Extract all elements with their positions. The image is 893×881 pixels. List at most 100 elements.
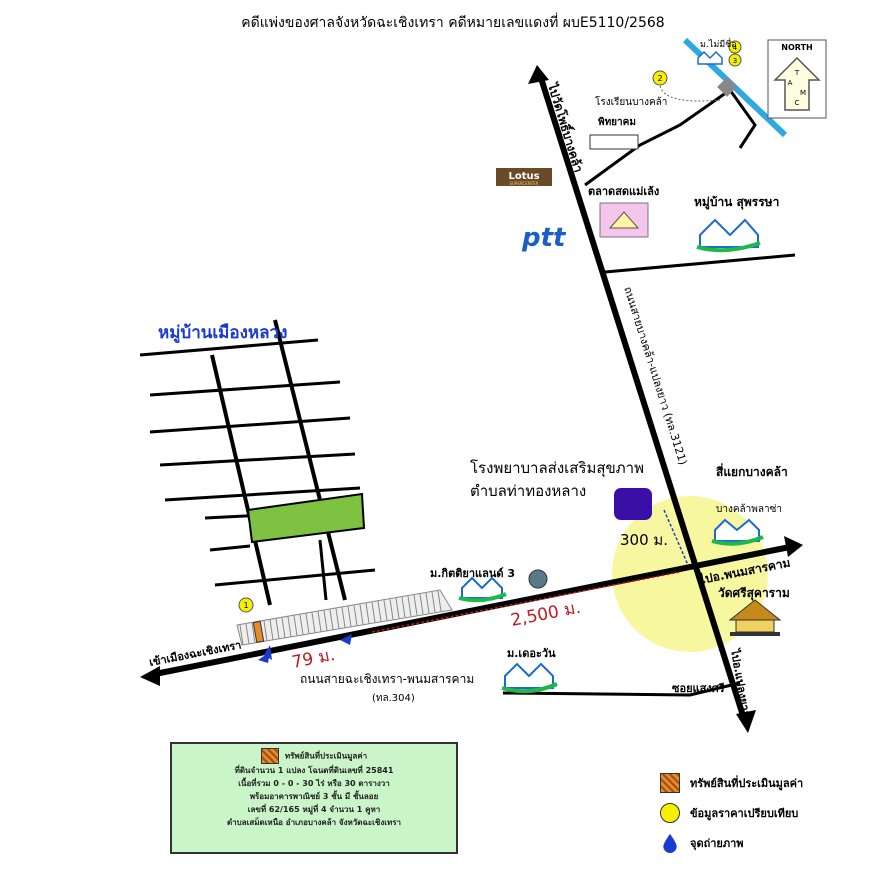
strip-line xyxy=(281,617,286,638)
road-school xyxy=(584,88,731,187)
lotus-logo xyxy=(496,168,552,186)
yellow-circle-icon xyxy=(660,803,680,823)
svg-text:SUPERCENTER: SUPERCENTER xyxy=(509,181,538,186)
strip-line xyxy=(299,614,304,635)
hospital-icon xyxy=(614,488,652,520)
strip-line xyxy=(431,591,436,613)
road-304-code: (ทล.304) xyxy=(372,693,415,704)
house-icon-plaza xyxy=(711,518,764,546)
kitiya-label: ม.กิตติยาแลนด์ 3 xyxy=(430,567,515,580)
school-label: โรงเรียนบางคล้า xyxy=(595,95,667,108)
strip-line xyxy=(389,599,394,620)
ban-muang-luang-label: หมู่บ้านเมืองหลวง xyxy=(158,322,287,344)
strip-line xyxy=(353,605,358,626)
strip-line xyxy=(293,615,298,636)
strip-line xyxy=(245,623,250,645)
wat-label: วัดศรีสุคาราม xyxy=(718,586,790,601)
market-label: ตลาดสดแม่เล้ง xyxy=(588,185,659,198)
svg-text:1: 1 xyxy=(243,601,248,610)
legend-item-comparison: ข้อมูลราคาเปรียบเทียบ xyxy=(660,798,803,828)
strip-line xyxy=(413,595,418,616)
strip-line xyxy=(251,622,256,644)
plaza-label: บางคล้าพลาซ่า xyxy=(716,503,782,515)
marker-3: 3 xyxy=(728,53,742,67)
page-title: คดีแพ่งของศาลจังหวัดฉะเชิงเทรา คดีหมายเล… xyxy=(241,13,664,31)
hospital-label-1: โรงพยาบาลส่งเสริมสุขภาพ xyxy=(470,459,644,478)
property-info-box: ทรัพย์สินที่ประเมินมูลค่า ที่ดินจำนวน 1 … xyxy=(170,742,458,854)
svg-text:Lotus: Lotus xyxy=(508,171,539,182)
hospital-label-2: ตำบลท่าทองหลาง xyxy=(470,482,586,500)
north-label: NORTH xyxy=(781,43,812,52)
strip-line xyxy=(311,612,316,633)
temple-icon xyxy=(728,599,782,636)
svg-text:M: M xyxy=(800,89,806,97)
marker-2: 2 xyxy=(652,70,668,86)
intersection-label: สี่แยกบางคล้า xyxy=(716,463,788,479)
road-saengsri xyxy=(502,681,741,697)
dist-79-label: 79 ม. xyxy=(290,645,337,673)
strip-line xyxy=(407,596,412,617)
market-icon xyxy=(599,202,649,238)
svg-text:2: 2 xyxy=(657,74,662,83)
arrow-to-phanom xyxy=(784,536,803,557)
legend-item-photo: จุดถ่ายภาพ xyxy=(660,828,803,858)
dist-300-label: 300 ม. xyxy=(620,531,668,549)
strip-line xyxy=(371,602,376,623)
house-icon-suphannasa xyxy=(696,218,761,253)
strip-line xyxy=(335,608,340,629)
house-icon-kitiya xyxy=(458,576,507,603)
dist-2500-arrow xyxy=(371,571,681,633)
dist-79-arrows xyxy=(258,634,352,663)
strip-line xyxy=(395,598,400,619)
map-legend: ทรัพย์สินที่ประเมินมูลค่า ข้อมูลราคาเปรี… xyxy=(660,768,803,858)
arrow-to-plaeng-yao xyxy=(736,710,756,733)
strip-line xyxy=(269,619,274,640)
strip-line xyxy=(401,597,406,618)
strip-line xyxy=(341,607,346,628)
house-icon-maichit xyxy=(697,50,723,65)
legend-item-property: ทรัพย์สินที่ประเมินมูลค่า xyxy=(660,768,803,798)
svg-text:C: C xyxy=(795,99,800,107)
school-icon xyxy=(589,134,639,150)
arrow-to-wat-pho xyxy=(528,65,549,84)
strip-line xyxy=(365,603,370,624)
marker-1: 1 xyxy=(238,597,254,613)
green-plot xyxy=(246,492,366,544)
drop-pin-icon xyxy=(663,833,677,853)
strip-line xyxy=(377,601,382,622)
road-304 xyxy=(149,544,791,678)
ptt-logo: ptt xyxy=(521,223,567,253)
kitiya-logo xyxy=(528,569,548,589)
soi-saengsri-label: ซอยแสงศรี xyxy=(672,682,725,695)
marker-4: 4 xyxy=(728,40,742,54)
svg-text:T: T xyxy=(794,69,800,77)
road-3121 xyxy=(537,74,748,723)
svg-text:A: A xyxy=(788,79,793,87)
strip-line xyxy=(359,604,364,625)
house-icon-derwan xyxy=(501,662,558,694)
strip-line xyxy=(425,592,430,614)
road-suphannasa xyxy=(604,253,796,274)
strip-line xyxy=(329,609,334,630)
svg-text:4: 4 xyxy=(733,44,738,52)
mai-chit-label: ม.ไม่มีชื่อ xyxy=(700,37,737,50)
subject-property-marker xyxy=(252,620,265,643)
road-304-label: ถนนสายฉะเชิงเทรา-พนมสารคาม xyxy=(300,672,474,686)
strip-line xyxy=(239,624,244,646)
strip-line xyxy=(287,616,292,637)
school-label-2: พิทยาคม xyxy=(598,116,636,128)
strip-line xyxy=(317,611,322,632)
road-top-right xyxy=(728,89,757,149)
ban-suphannasa-label: หมู่บ้าน สุพรรษา xyxy=(694,195,779,210)
roads xyxy=(139,65,803,733)
shophouse-strip xyxy=(236,589,453,646)
strip-line xyxy=(419,594,424,615)
strip-line xyxy=(347,606,352,627)
strip-line xyxy=(263,620,268,641)
strip-line xyxy=(383,600,388,621)
strip-line xyxy=(305,613,310,634)
dist-300-arrow xyxy=(663,509,689,566)
hatch-icon xyxy=(660,773,680,793)
property-hatch-icon xyxy=(260,748,279,764)
der-wan-label: ม.เดอะวัน xyxy=(507,647,556,660)
